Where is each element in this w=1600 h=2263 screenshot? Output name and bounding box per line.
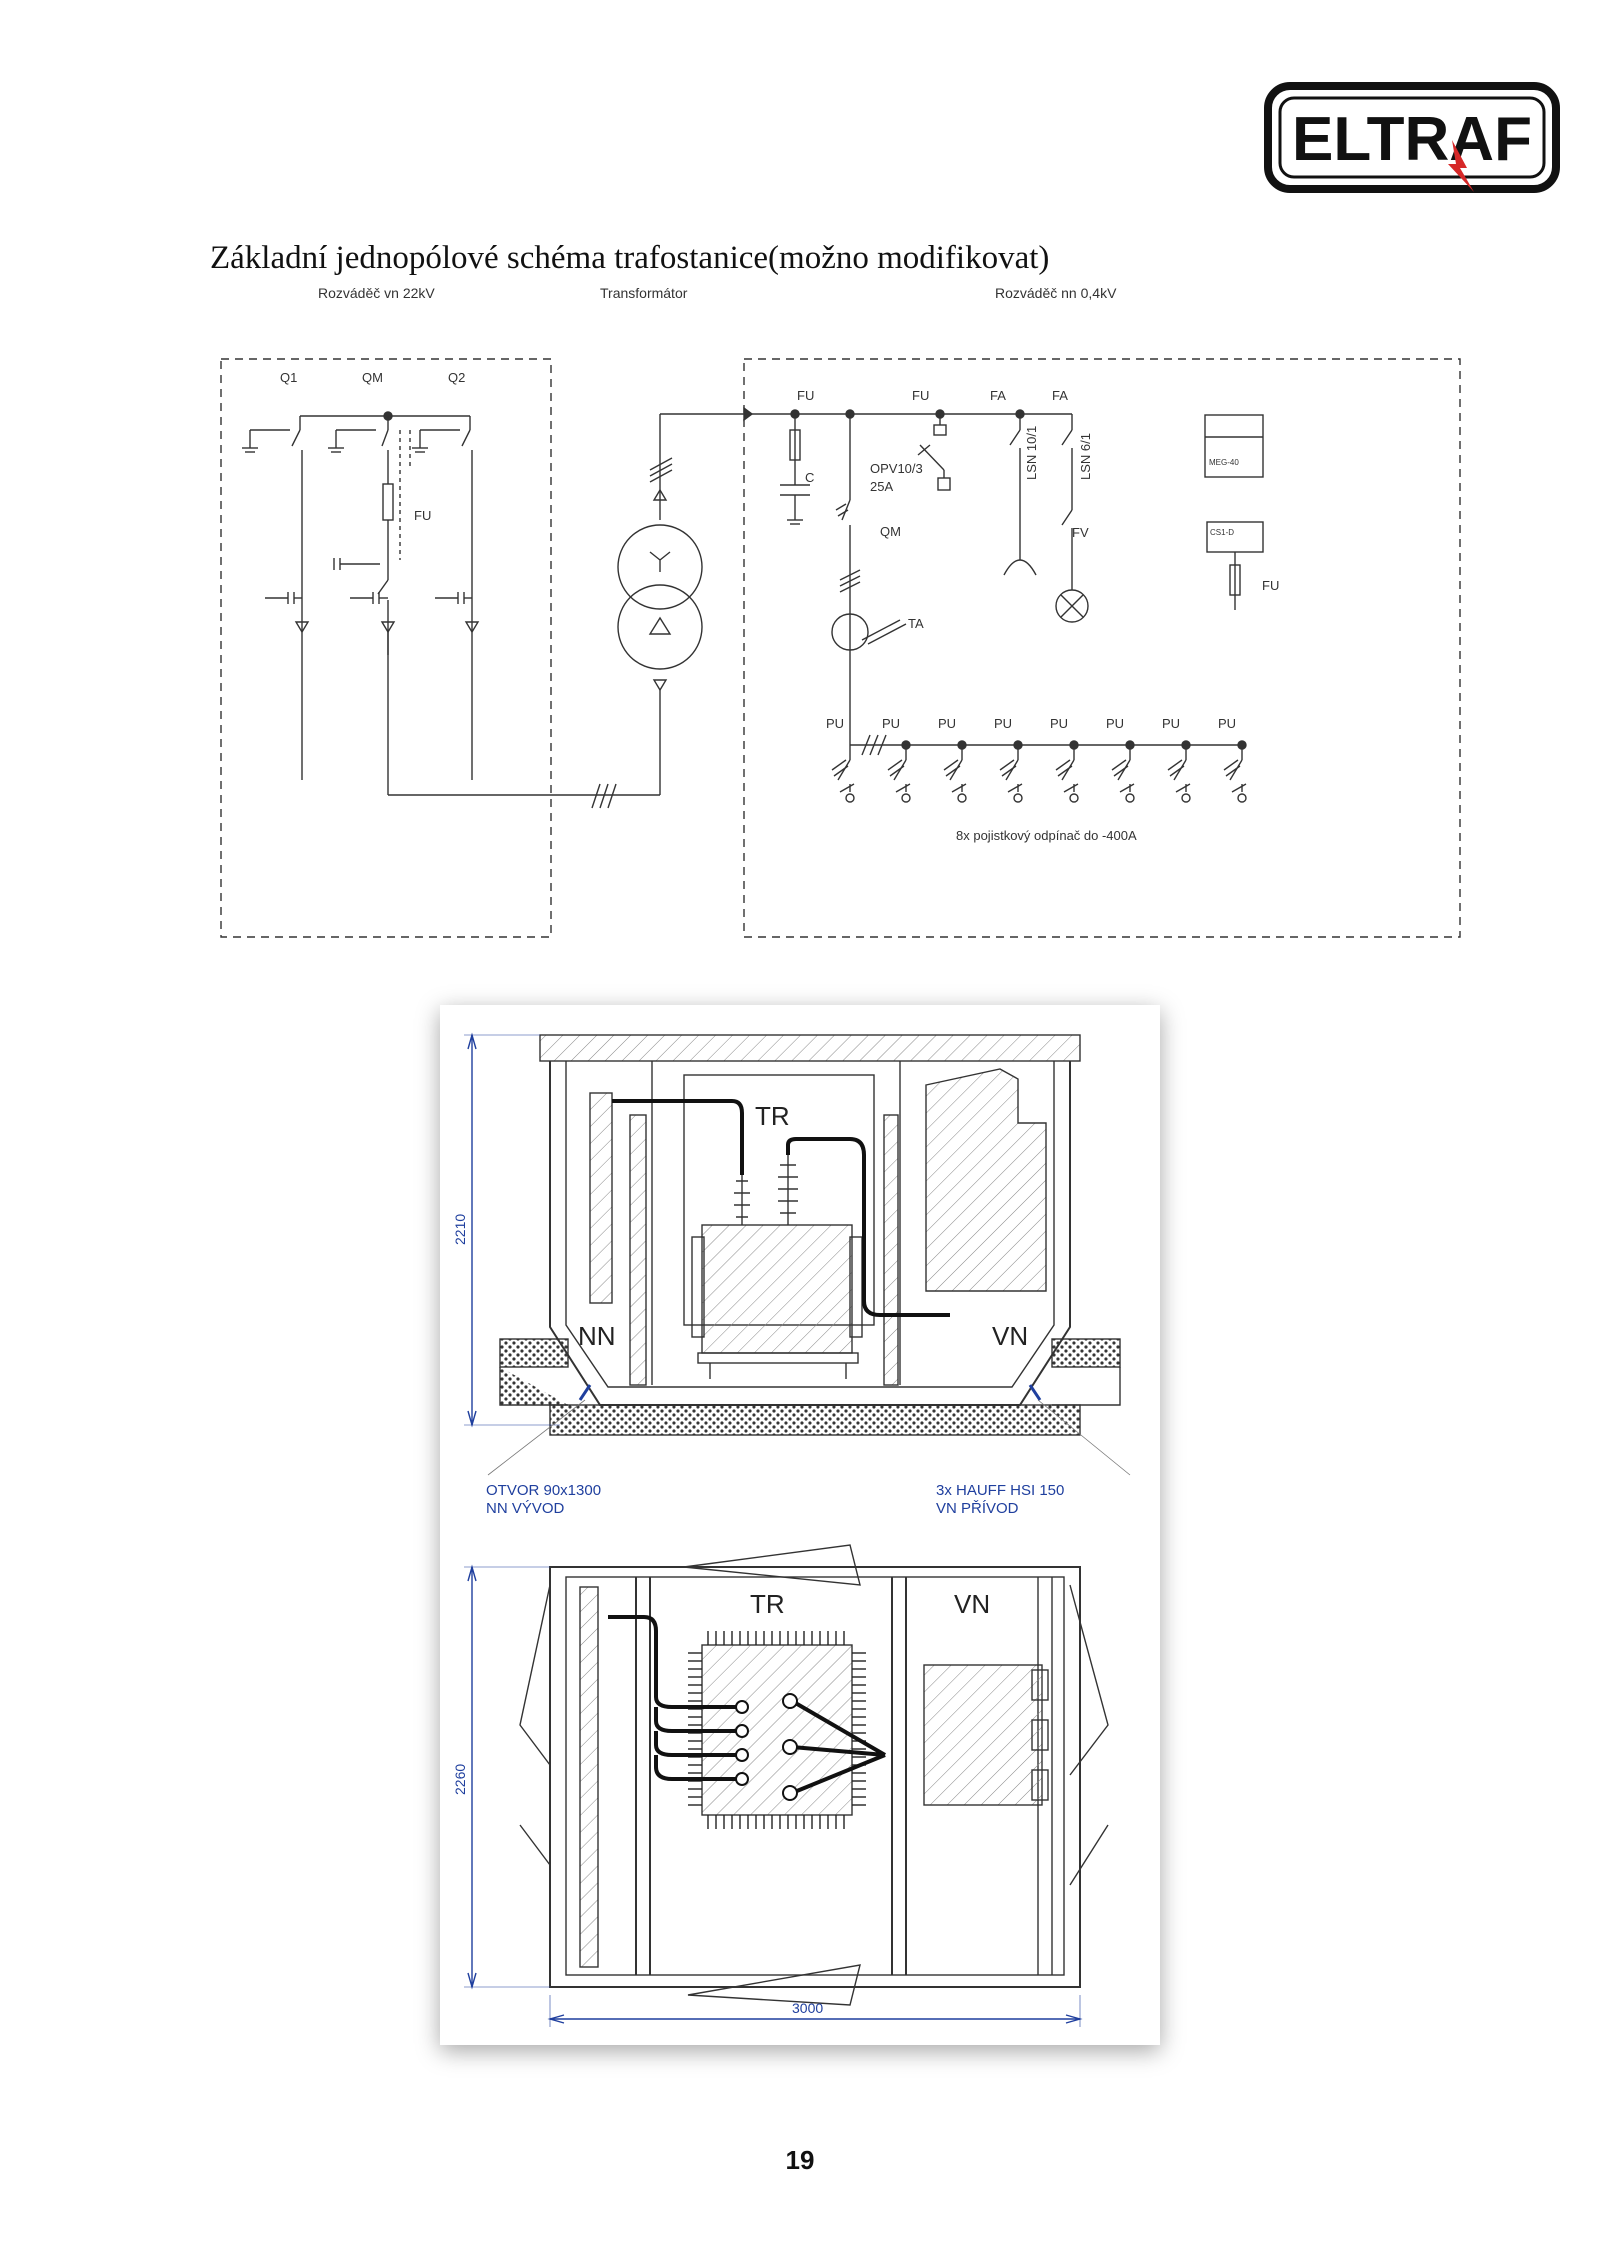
single-line-schematic: Q1 QM Q2 FU FU FU <box>220 358 1461 938</box>
page-title: Základní jednopólové schéma trafostanice… <box>210 240 1050 276</box>
pu-feeder <box>999 740 1023 803</box>
label-pu: PU <box>826 716 844 731</box>
label-tr-plan: TR <box>750 1589 785 1619</box>
label-qm-nn: QM <box>880 524 901 539</box>
label-q1: Q1 <box>280 370 297 385</box>
label-pu: PU <box>882 716 900 731</box>
lightning-icon <box>1448 140 1474 192</box>
label-cs: CS1-D <box>1210 528 1234 537</box>
label-tr-elevation: TR <box>755 1101 790 1131</box>
callout-otvor-1: OTVOR 90x1300 <box>486 1482 601 1499</box>
callout-hauff-2: VN PŘÍVOD <box>936 1500 1019 1517</box>
label-fa-2: FA <box>1052 388 1068 403</box>
callout-hauff-1: 3x HAUFF HSI 150 <box>936 1482 1064 1499</box>
label-pu: PU <box>1106 716 1124 731</box>
vn-switchgear-cell <box>925 1068 1047 1292</box>
label-fuse-note: 8x pojistkový odpínač do -400A <box>956 828 1137 843</box>
label-fu-vn: FU <box>414 508 431 523</box>
label-opv: OPV10/3 <box>870 461 923 476</box>
label-fa-1: FA <box>990 388 1006 403</box>
transformer-primary-winding <box>617 524 703 610</box>
label-opv-current: 25A <box>870 479 893 494</box>
substation-layout-drawing: TR NN VN 2210 OTVOR 90x1300 NN VÝVOD 3x … <box>440 1005 1160 2045</box>
label-ta: TA <box>908 616 924 631</box>
foundation-slab <box>549 1404 1081 1436</box>
pu-labels: PU PU PU PU PU PU PU PU <box>826 716 1236 731</box>
label-fu-3: FU <box>1262 578 1279 593</box>
label-lsn-1: LSN 10/1 <box>1024 426 1039 480</box>
nn-cable <box>612 1099 744 1175</box>
pu-feeder <box>1223 740 1247 803</box>
pu-feeder <box>1055 740 1079 803</box>
pu-feeder <box>1167 740 1191 803</box>
transformer-secondary-winding <box>617 584 703 670</box>
pu-feeder <box>831 745 855 803</box>
label-q2: Q2 <box>448 370 465 385</box>
roof <box>539 1034 1081 1062</box>
dimension-height-elevation: 2210 <box>452 1214 468 1245</box>
layout-svg: TR NN VN 2210 OTVOR 90x1300 NN VÝVOD 3x … <box>452 1032 1131 2027</box>
label-vn-plan: VN <box>954 1589 990 1619</box>
pu-feeders <box>831 740 1247 803</box>
pu-feeder <box>1111 740 1135 803</box>
logo-text: ELTRAF <box>1292 105 1532 174</box>
transformer-body <box>701 1224 853 1354</box>
label-c: C <box>805 470 814 485</box>
label-pu: PU <box>1162 716 1180 731</box>
dimension-width-plan: 3000 <box>792 2000 823 2016</box>
pu-feeder <box>943 740 967 803</box>
nn-enclosure <box>743 358 1461 938</box>
label-nn-switchgear: Rozváděč nn 0,4kV <box>995 285 1117 301</box>
eltraf-logo: ELTRAF <box>1264 82 1560 193</box>
label-fu-2: FU <box>912 388 929 403</box>
vn-enclosure <box>220 358 552 938</box>
label-pu: PU <box>938 716 956 731</box>
callout-otvor-2: NN VÝVOD <box>486 1500 565 1517</box>
pu-feeder <box>887 740 911 803</box>
label-pu: PU <box>1050 716 1068 731</box>
label-transformer: Transformátor <box>600 285 688 301</box>
label-fu-1: FU <box>797 388 814 403</box>
vn-switchgear-plan <box>923 1664 1043 1806</box>
label-pu: PU <box>1218 716 1236 731</box>
label-nn-elevation: NN <box>578 1321 616 1351</box>
label-fv: FV <box>1072 525 1089 540</box>
plan-outline <box>549 1566 1081 1988</box>
label-qm-vn: QM <box>362 370 383 385</box>
label-pu: PU <box>994 716 1012 731</box>
label-vn-elevation: VN <box>992 1321 1028 1351</box>
vn-cable <box>786 1137 950 1317</box>
label-lsn-2: LSN 6/1 <box>1078 433 1093 480</box>
label-meg: MEG-40 <box>1209 458 1239 467</box>
page-number: 19 <box>785 2145 815 2175</box>
label-vn-switchgear: Rozváděč vn 22kV <box>318 285 435 301</box>
dimension-height-plan: 2260 <box>452 1764 468 1795</box>
